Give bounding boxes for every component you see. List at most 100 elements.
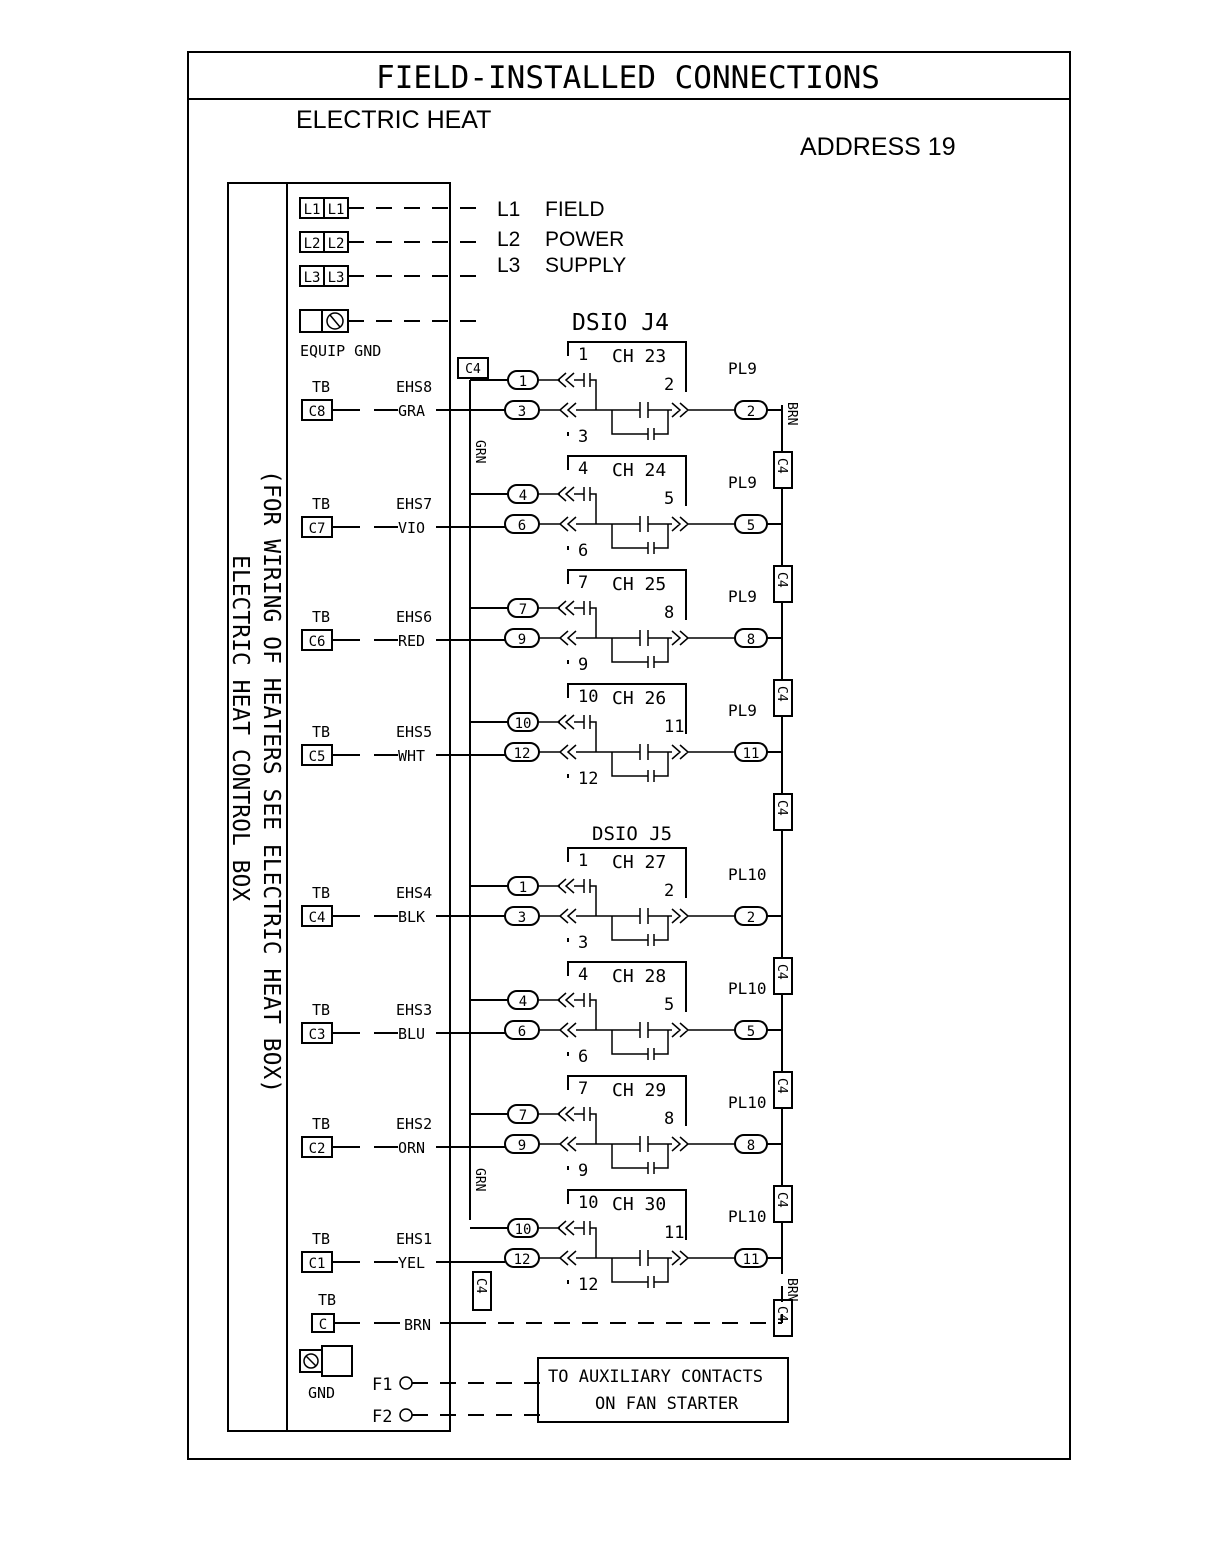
pin-c-connector-label: 3: [518, 910, 526, 926]
side-note-line2: ELECTRIC HEAT CONTROL BOX: [227, 555, 253, 901]
ehs-label: EHS1: [396, 1230, 432, 1248]
pin-c-label: 9: [578, 1161, 588, 1181]
power-terminals: L1 L1 L1 FIELD L2 L2 L2 POWER L3 L3 L3 S…: [299, 197, 626, 360]
svg-text:L2: L2: [497, 228, 520, 251]
equip-gnd-label: EQUIP GND: [300, 342, 381, 360]
tb-terminal-label: C2: [309, 1141, 326, 1157]
pl-label: PL9: [728, 701, 757, 720]
c4-tag-top: [457, 357, 489, 379]
pin-b-label: 2: [664, 375, 674, 395]
pin-c-connector-label: 3: [518, 404, 526, 420]
c4-tag: [773, 957, 793, 995]
wire-color-label: YEL: [398, 1254, 425, 1272]
tb-terminal-label: C5: [309, 749, 326, 765]
pin-a-connector-label: 4: [519, 488, 527, 504]
wire-color-label: RED: [398, 632, 425, 650]
pl-pin-label: 5: [747, 1024, 755, 1040]
channel-bracket: [567, 1075, 687, 1126]
heater-stages: TBC8EHS8GRATBC7EHS7VIOTBC6EHS6REDTBC5EHS…: [301, 378, 505, 1273]
pin-c-label: 6: [578, 541, 588, 561]
wire-color-label: ORN: [398, 1139, 425, 1157]
pin-a-connector-label: 7: [519, 1108, 527, 1124]
ehs-label: EHS6: [396, 608, 432, 626]
diagram-border: [187, 51, 1071, 1460]
pin-a-label: 10: [578, 687, 598, 707]
c4-tag: [773, 565, 793, 603]
channel-bracket: [567, 961, 687, 1012]
pl-pin-label: 2: [747, 404, 755, 420]
tb-label: TB: [312, 723, 330, 741]
channel-label: CH 23: [612, 346, 666, 367]
c4-tag-label: C4: [774, 964, 789, 980]
relay-output-contact: [539, 402, 735, 418]
svg-text:L1: L1: [304, 202, 321, 218]
svg-text:L2: L2: [328, 236, 345, 252]
pin-b-label: 8: [664, 1109, 674, 1129]
relay-coil-contact: [538, 1106, 597, 1144]
snubber-branch: [611, 916, 669, 946]
relay-coil-contact: [538, 1220, 597, 1258]
pin-b-label: 5: [664, 489, 674, 509]
channel-label: CH 27: [612, 852, 666, 873]
channel-bracket: [567, 455, 687, 506]
relay-output-contact: [539, 630, 735, 646]
pl-pin-label: 11: [743, 1252, 760, 1268]
c4-tag-bottom: [472, 1271, 492, 1311]
pin-c-connector-label: 6: [518, 518, 526, 534]
c4-tag: [773, 1185, 793, 1223]
svg-text:L3: L3: [497, 254, 520, 277]
ehs-label: EHS3: [396, 1001, 432, 1019]
pin-c-label: 3: [578, 933, 588, 953]
relay-output-contact: [539, 516, 735, 532]
common-terminal-row: TB C BRN: [311, 1258, 783, 1334]
pin-c-label: 12: [578, 769, 598, 789]
channel-label: CH 30: [612, 1194, 666, 1215]
svg-text:FIELD: FIELD: [545, 198, 605, 221]
grn-label-top: GRN: [472, 440, 487, 463]
c4-tag: [773, 451, 793, 489]
snubber-branch: [611, 752, 669, 782]
control-box: [227, 182, 451, 1432]
wire-color-label: BLK: [398, 908, 425, 926]
side-note-line1: (FOR WIRING OF HEATERS SEE ELECTRIC HEAT…: [258, 470, 284, 1093]
pin-a-label: 7: [578, 1079, 588, 1099]
pl-pin-label: 2: [747, 910, 755, 926]
pin-b-label: 5: [664, 995, 674, 1015]
pin-a-connector-label: 4: [519, 994, 527, 1010]
address-label: ADDRESS 19: [800, 133, 956, 161]
snubber-branch: [611, 638, 669, 668]
pin-c-label: 3: [578, 427, 588, 447]
tb-label: TB: [312, 378, 330, 396]
c4-tag-label: C4: [774, 686, 789, 702]
pin-c-connector-label: 12: [514, 1252, 531, 1268]
channel-bracket: [567, 683, 687, 734]
gnd-label: GND: [308, 1384, 335, 1402]
wire-color-label: VIO: [398, 519, 425, 537]
ground-screw-icon: [326, 312, 344, 330]
power-terminal-l3: L3 L3 L3 SUPPLY: [299, 254, 626, 287]
c4-tag-label: C4: [774, 572, 789, 588]
tb-label: TB: [312, 1230, 330, 1248]
relay-coil-contact: [538, 486, 597, 524]
pin-a-connector-label: 1: [519, 880, 527, 896]
snubber-branch: [611, 524, 669, 554]
channel-label: CH 28: [612, 966, 666, 987]
pin-b-label: 11: [664, 717, 684, 737]
pl-label: PL10: [728, 1093, 767, 1112]
ehs-label: EHS4: [396, 884, 432, 902]
pin-a-connector-label: 10: [515, 1222, 532, 1238]
c4-tag: [773, 1071, 793, 1109]
tb-label-common: TB: [318, 1291, 336, 1309]
channel-bracket: [567, 847, 687, 898]
snubber-branch: [611, 1030, 669, 1060]
pl-pin-label: 11: [743, 746, 760, 762]
pin-b-label: 11: [664, 1223, 684, 1243]
